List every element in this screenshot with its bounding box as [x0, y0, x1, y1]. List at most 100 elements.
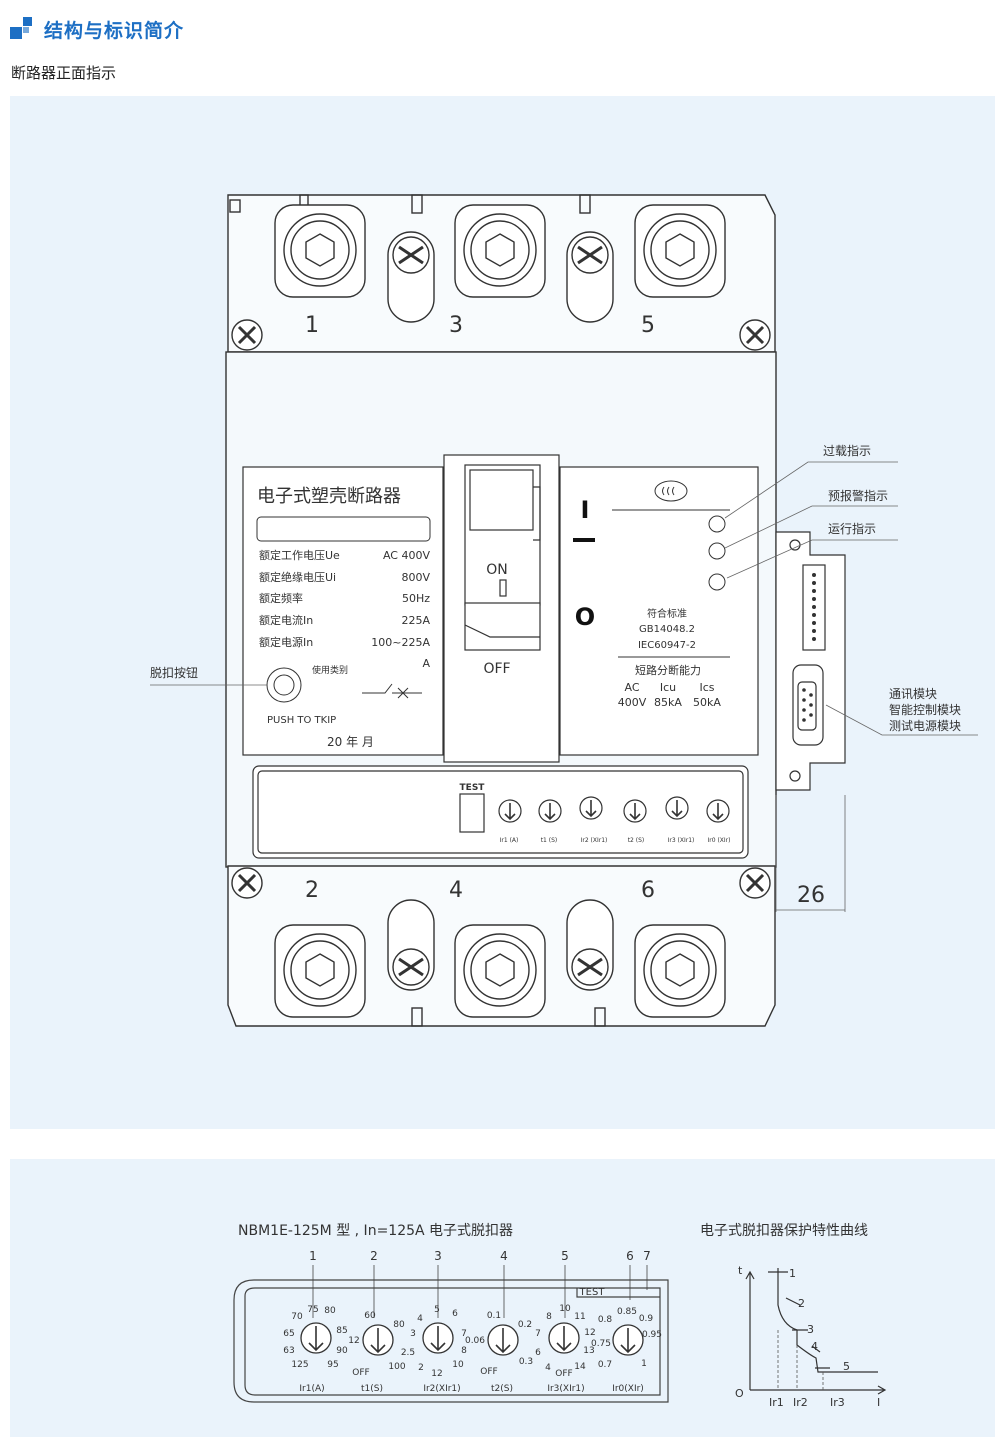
dial-caption: Ir1 (A) [500, 837, 519, 844]
module-pins [802, 573, 816, 722]
curve-x-tick: Ir2 [793, 1396, 808, 1409]
on-symbol: I [581, 496, 590, 524]
dial-caption: t2(S) [491, 1384, 513, 1394]
dial-mark: 0.9 [639, 1314, 654, 1324]
dial-mark: 0.8 [598, 1315, 613, 1325]
curve-y-axis-label: t [738, 1264, 743, 1277]
dial-mark: 0.85 [617, 1307, 637, 1317]
dial-mark: 0.3 [519, 1357, 533, 1367]
dial-mark: 1 [641, 1359, 647, 1369]
trip-unit-test-label: TEST [579, 1287, 606, 1298]
dial-mark: 3 [410, 1329, 416, 1339]
dial-mark: 8 [546, 1312, 552, 1322]
dial-mark: 75 [307, 1305, 318, 1315]
operating-handle[interactable] [443, 454, 560, 763]
off-symbol: O [575, 603, 595, 631]
protection-curve [745, 1268, 887, 1395]
dial-mark: 0.2 [518, 1320, 532, 1330]
dial-mark: 2 [418, 1363, 424, 1373]
dial-caption: Ir2 (XIr1) [581, 837, 608, 844]
callout-running: 运行指示 [828, 521, 876, 536]
ccc-logo-icon [654, 480, 688, 502]
nameplate: 电子式塑壳断路器 额定工作电压Ue AC 400V 额定绝缘电压Ui 800V … [242, 466, 444, 756]
rating-value: 100~225A [371, 636, 430, 649]
dial-number: 7 [643, 1249, 651, 1263]
rating-label: 额定工作电压Ue [259, 548, 340, 562]
curve-zone-label: 5 [843, 1360, 850, 1373]
dial-mark: 11 [574, 1312, 585, 1322]
running-led [708, 573, 726, 591]
dial-mark: 2.5 [401, 1348, 415, 1358]
trip-unit-strip [252, 765, 749, 859]
callout-module-1: 通讯模块 [889, 687, 937, 701]
rating-value: 225A [401, 614, 430, 627]
section-title: 结构与标识简介 [44, 19, 185, 42]
dial-mark: 0.95 [642, 1330, 662, 1340]
dial-mark: 85 [336, 1326, 347, 1336]
dial-mark: 63 [283, 1346, 294, 1356]
standard-line2: GB14048.2 [639, 624, 695, 635]
dial-number: 2 [370, 1249, 378, 1263]
dial-mark: 80 [324, 1306, 336, 1316]
dial-mark: 0.06 [465, 1336, 485, 1346]
bottom-terminals [231, 867, 771, 1018]
side-module [775, 531, 846, 791]
handle-off-label: OFF [483, 661, 510, 677]
trip-unit-outline [233, 1279, 669, 1403]
capacity-header: Ics [699, 681, 714, 694]
section-logo-icon [10, 17, 34, 41]
dial-mark: 80 [393, 1320, 405, 1330]
page-subtitle: 断路器正面指示 [11, 64, 117, 82]
trip-unit-panel [10, 1159, 995, 1437]
curve-zone-label: 3 [807, 1323, 814, 1336]
dial-mark: 13 [583, 1346, 594, 1356]
terminal-4-label: 4 [449, 878, 463, 903]
dial-number: 5 [561, 1249, 569, 1263]
curve-zone-label: 2 [798, 1297, 805, 1310]
dial-mark: 125 [291, 1360, 308, 1370]
capacity-title: 短路分断能力 [635, 663, 701, 677]
overload-led [708, 515, 726, 533]
dial-caption: Ir3(XIr1) [547, 1384, 584, 1394]
nameplate-title: 电子式塑壳断路器 [257, 486, 401, 507]
dial-mark: 4 [417, 1314, 423, 1324]
dial-mark: 7 [535, 1329, 541, 1339]
handle-on-label: ON [486, 562, 508, 578]
dial-caption: Ir0(XIr) [612, 1384, 644, 1394]
dial-caption: t2 (S) [628, 837, 645, 844]
trip-button[interactable] [266, 667, 302, 703]
curve-x-tick: Ir3 [830, 1396, 845, 1409]
dial-mark: 4 [545, 1363, 551, 1373]
terminal-1-label: 1 [305, 313, 319, 338]
callout-module-2: 智能控制模块 [889, 702, 961, 717]
dial-mark: 6 [452, 1309, 458, 1319]
prealarm-led [708, 542, 726, 560]
rating-label: 额定绝缘电压Ui [259, 570, 336, 584]
terminal-5-label: 5 [641, 313, 655, 338]
dial-mark: 0.1 [487, 1311, 501, 1321]
capacity-header: AC [624, 681, 639, 694]
dial-mark: 95 [327, 1360, 338, 1370]
terminal-2-label: 2 [305, 878, 319, 903]
dial-mark: 8 [461, 1346, 467, 1356]
curve-zone-label: 1 [789, 1267, 796, 1280]
curve-x-axis-label: I [877, 1396, 880, 1409]
standard-line1: 符合标准 [647, 607, 687, 620]
dial-number: 1 [309, 1249, 317, 1263]
dimension-label: 26 [797, 883, 825, 908]
dial-mark: 12 [348, 1336, 359, 1346]
dial-mark: 6 [535, 1348, 541, 1358]
capacity-value: 50kA [693, 696, 721, 709]
dial-mark: OFF [555, 1369, 572, 1379]
dial-mark: 10 [559, 1304, 571, 1314]
capacity-value: 85kA [654, 696, 682, 709]
section-header: 结构与标识简介 [10, 14, 184, 44]
terminal-3-label: 3 [449, 313, 463, 338]
capacity-value: 400V [618, 696, 647, 709]
dial-caption: Ir2(XIr1) [423, 1384, 460, 1394]
dial-number: 6 [626, 1249, 634, 1263]
dial-mark: 60 [364, 1311, 376, 1321]
test-label: TEST [460, 783, 486, 793]
standard-line3: IEC60947-2 [638, 640, 696, 651]
callout-overload: 过载指示 [823, 443, 871, 458]
